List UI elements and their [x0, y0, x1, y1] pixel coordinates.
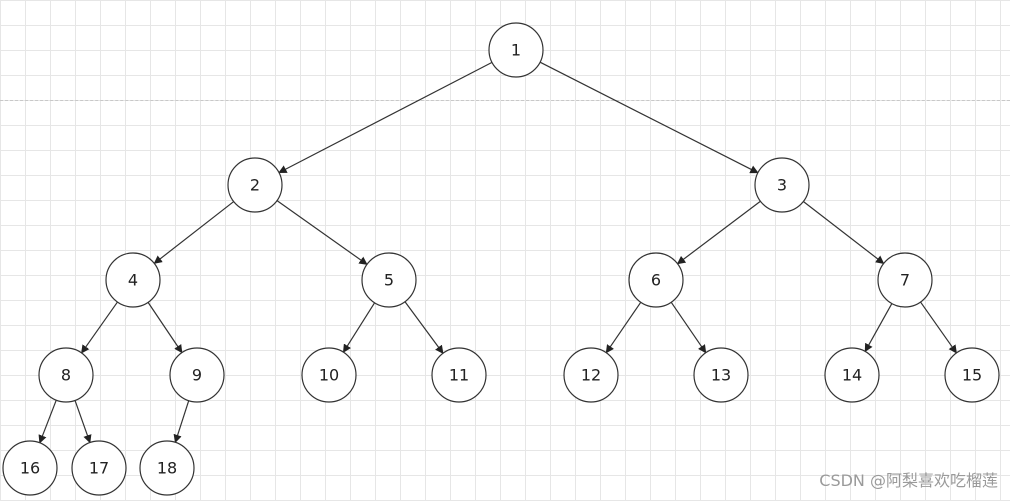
tree-node-6: 6: [628, 252, 684, 308]
tree-node-16: 16: [2, 440, 58, 496]
tree-node-10: 10: [301, 347, 357, 403]
node-circle: [71, 440, 127, 496]
edge-3-7: [803, 201, 885, 265]
tree-node-4: 4: [105, 252, 161, 308]
node-circle: [944, 347, 1000, 403]
node-label: 1: [511, 41, 521, 60]
node-label: 2: [250, 176, 260, 195]
tree-node-13: 13: [693, 347, 749, 403]
tree-node-18: 18: [139, 440, 195, 496]
node-circle: [227, 157, 283, 213]
edge-9-18: [173, 400, 190, 444]
node-circle: [877, 252, 933, 308]
node-circle: [824, 347, 880, 403]
node-label: 14: [842, 366, 862, 385]
edge-5-10: [342, 302, 376, 353]
node-circle: [301, 347, 357, 403]
tree-node-12: 12: [563, 347, 619, 403]
tree-node-2: 2: [227, 157, 283, 213]
tree-node-14: 14: [824, 347, 880, 403]
node-circle: [139, 440, 195, 496]
node-label: 6: [651, 271, 661, 290]
node-label: 15: [962, 366, 982, 385]
node-circle: [38, 347, 94, 403]
tree-node-11: 11: [431, 347, 487, 403]
node-circle: [628, 252, 684, 308]
node-circle: [563, 347, 619, 403]
edge-2-4: [153, 201, 235, 264]
edge-6-13: [670, 301, 707, 354]
edge-8-17: [74, 400, 92, 444]
node-circle: [169, 347, 225, 403]
node-label: 5: [384, 271, 394, 290]
edge-5-11: [404, 301, 444, 354]
tree-node-3: 3: [754, 157, 810, 213]
node-label: 9: [192, 366, 202, 385]
tree-node-17: 17: [71, 440, 127, 496]
edge-4-8: [81, 301, 118, 354]
node-label: 18: [157, 459, 177, 478]
node-label: 12: [581, 366, 601, 385]
node-label: 4: [128, 271, 138, 290]
tree-node-5: 5: [361, 252, 417, 308]
node-label: 8: [61, 366, 71, 385]
tree-node-1: 1: [488, 22, 544, 78]
edge-7-15: [920, 301, 957, 354]
tree-node-9: 9: [169, 347, 225, 403]
node-label: 11: [449, 366, 469, 385]
edge-8-16: [38, 399, 57, 444]
node-label: 13: [711, 366, 731, 385]
edge-1-2: [278, 61, 493, 174]
node-circle: [693, 347, 749, 403]
edge-2-5: [276, 200, 368, 265]
tree-node-15: 15: [944, 347, 1000, 403]
tree-node-7: 7: [877, 252, 933, 308]
edge-6-12: [605, 301, 642, 354]
node-label: 17: [89, 459, 109, 478]
node-circle: [431, 347, 487, 403]
node-circle: [488, 22, 544, 78]
node-label: 7: [900, 271, 910, 290]
node-circle: [754, 157, 810, 213]
node-circle: [105, 252, 161, 308]
node-circle: [361, 252, 417, 308]
edge-7-14: [864, 303, 893, 353]
node-label: 3: [777, 176, 787, 195]
tree-node-8: 8: [38, 347, 94, 403]
watermark-text: CSDN @阿梨喜欢吃榴莲: [819, 471, 998, 490]
edge-1-3: [539, 61, 759, 174]
node-label: 10: [319, 366, 339, 385]
page-divider: [0, 100, 1010, 101]
edge-3-6: [676, 200, 761, 265]
node-circle: [2, 440, 58, 496]
node-label: 16: [20, 459, 40, 478]
edge-4-9: [147, 302, 183, 354]
